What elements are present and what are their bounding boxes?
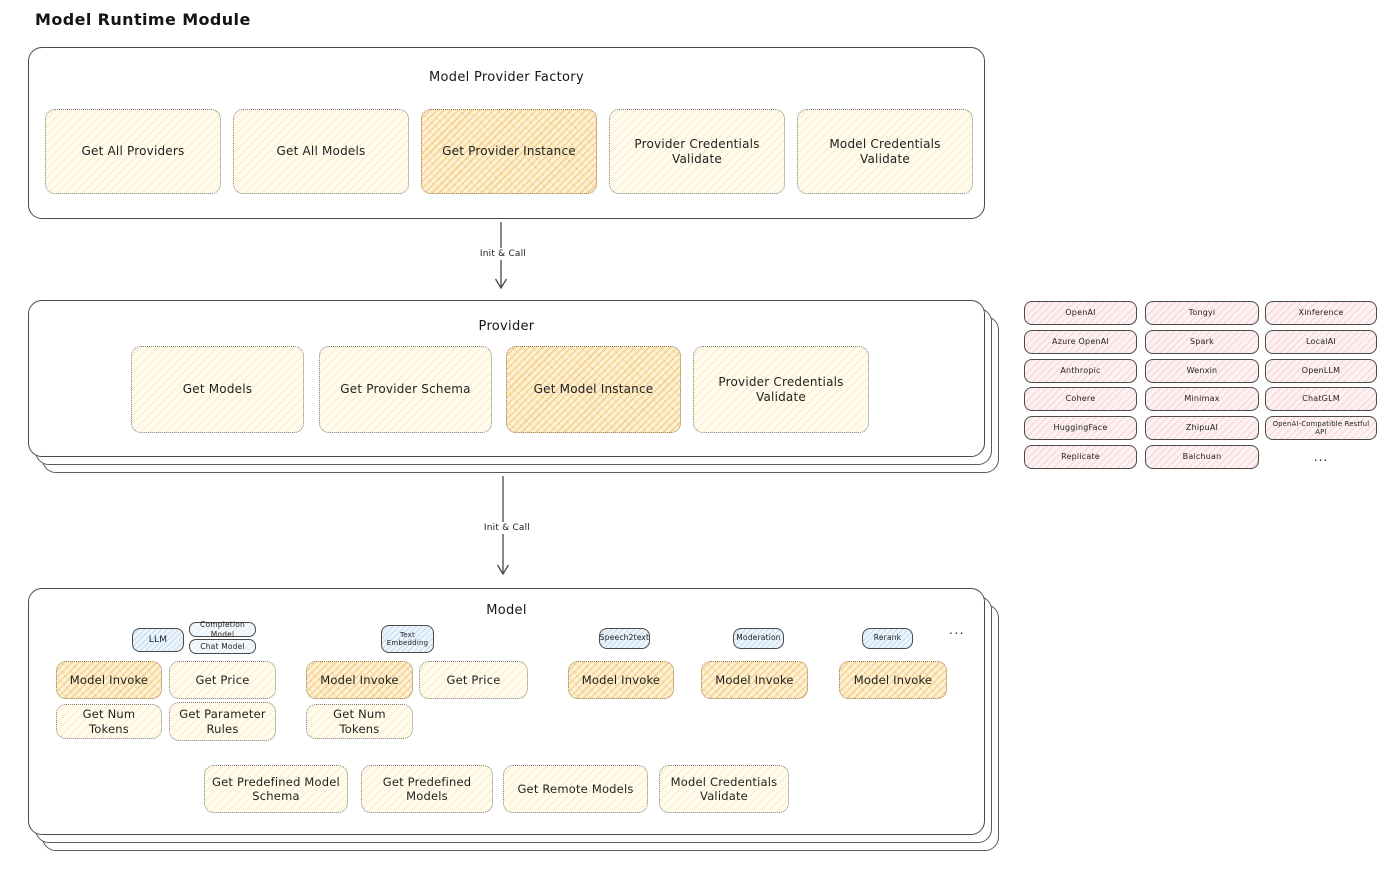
provider-card-title: Provider	[478, 319, 535, 334]
model-bottom-button-model-credentials-validate: Model Credentials Validate	[659, 765, 789, 813]
provider-chip-wenxin: Wenxin	[1145, 359, 1259, 383]
arrow-label-init-call-1: Init & Call	[468, 248, 538, 260]
provider-chip-localai: LocalAI	[1265, 330, 1377, 354]
provider-chip-azure-openai: Azure OpenAI	[1024, 330, 1137, 354]
model-groups-ellipsis: ...	[949, 623, 965, 637]
provider-chip-openai-compatible-restful-api: OpenAI-Compatible Restful API	[1265, 416, 1377, 440]
model-tag-moderation: Moderation	[733, 628, 784, 649]
provider-button-get-provider-schema: Get Provider Schema	[319, 346, 492, 433]
model-button-llm-get-parameter-rules: Get Parameter Rules	[169, 702, 276, 741]
factory-card-title: Model Provider Factory	[429, 70, 584, 85]
provider-chip-openllm: OpenLLM	[1265, 359, 1377, 383]
model-bottom-button-get-remote-models: Get Remote Models	[503, 765, 648, 813]
provider-chip-huggingface: HuggingFace	[1024, 416, 1137, 440]
provider-chip-minimax: Minimax	[1145, 387, 1259, 411]
provider-chip-spark: Spark	[1145, 330, 1259, 354]
diagram-title: Model Runtime Module	[35, 10, 251, 29]
model-button-llm-get-price: Get Price	[169, 661, 276, 699]
factory-card: Model Provider Factory Get All Providers…	[28, 47, 985, 219]
model-bottom-button-get-predefined-model-schema: Get Predefined Model Schema	[204, 765, 348, 813]
provider-chip-replicate: Replicate	[1024, 445, 1137, 469]
model-subtag-chat-model: Chat Model	[189, 639, 256, 654]
model-button-rerank-model-invoke: Model Invoke	[839, 661, 947, 699]
model-subtag-completion-model: Completion Model	[189, 620, 256, 639]
model-button-text-embedding-get-num-tokens: Get Num Tokens	[306, 704, 413, 739]
model-button-llm-model-invoke: Model Invoke	[56, 661, 162, 699]
model-card-title: Model	[486, 603, 527, 618]
model-bottom-button-get-predefined-models: Get Predefined Models	[361, 765, 493, 813]
model-button-text-embedding-model-invoke: Model Invoke	[306, 661, 413, 699]
factory-button-get-all-models: Get All Models	[233, 109, 409, 194]
model-tag-llm: LLM	[132, 628, 184, 652]
factory-button-model-credentials-validate: Model Credentials Validate	[797, 109, 973, 194]
factory-button-get-provider-instance: Get Provider Instance	[421, 109, 597, 194]
provider-chip-openai: OpenAI	[1024, 301, 1137, 325]
provider-chip-baichuan: Baichuan	[1145, 445, 1259, 469]
factory-button-provider-credentials-validate: Provider Credentials Validate	[609, 109, 785, 194]
provider-list-ellipsis: ...	[1313, 449, 1329, 464]
provider-button-provider-credentials-validate: Provider Credentials Validate	[693, 346, 869, 433]
arrow-label-init-call-2: Init & Call	[472, 522, 542, 534]
model-tag-rerank: Rerank	[862, 628, 913, 649]
provider-chip-xinference: Xinference	[1265, 301, 1377, 325]
provider-chip-cohere: Cohere	[1024, 387, 1137, 411]
factory-button-get-all-providers: Get All Providers	[45, 109, 221, 194]
provider-chip-chatglm: ChatGLM	[1265, 387, 1377, 411]
provider-chip-tongyi: Tongyi	[1145, 301, 1259, 325]
model-button-text-embedding-get-price: Get Price	[419, 661, 528, 699]
model-tag-text-embedding: Text Embedding	[381, 625, 434, 653]
provider-button-get-model-instance: Get Model Instance	[506, 346, 681, 433]
model-button-speech2text-model-invoke: Model Invoke	[568, 661, 674, 699]
model-tag-speech2text: Speech2text	[599, 628, 650, 649]
model-button-moderation-model-invoke: Model Invoke	[701, 661, 808, 699]
model-button-llm-get-num-tokens: Get Num Tokens	[56, 704, 162, 739]
provider-chip-zhipuai: ZhipuAI	[1145, 416, 1259, 440]
provider-chip-anthropic: Anthropic	[1024, 359, 1137, 383]
provider-button-get-models: Get Models	[131, 346, 304, 433]
